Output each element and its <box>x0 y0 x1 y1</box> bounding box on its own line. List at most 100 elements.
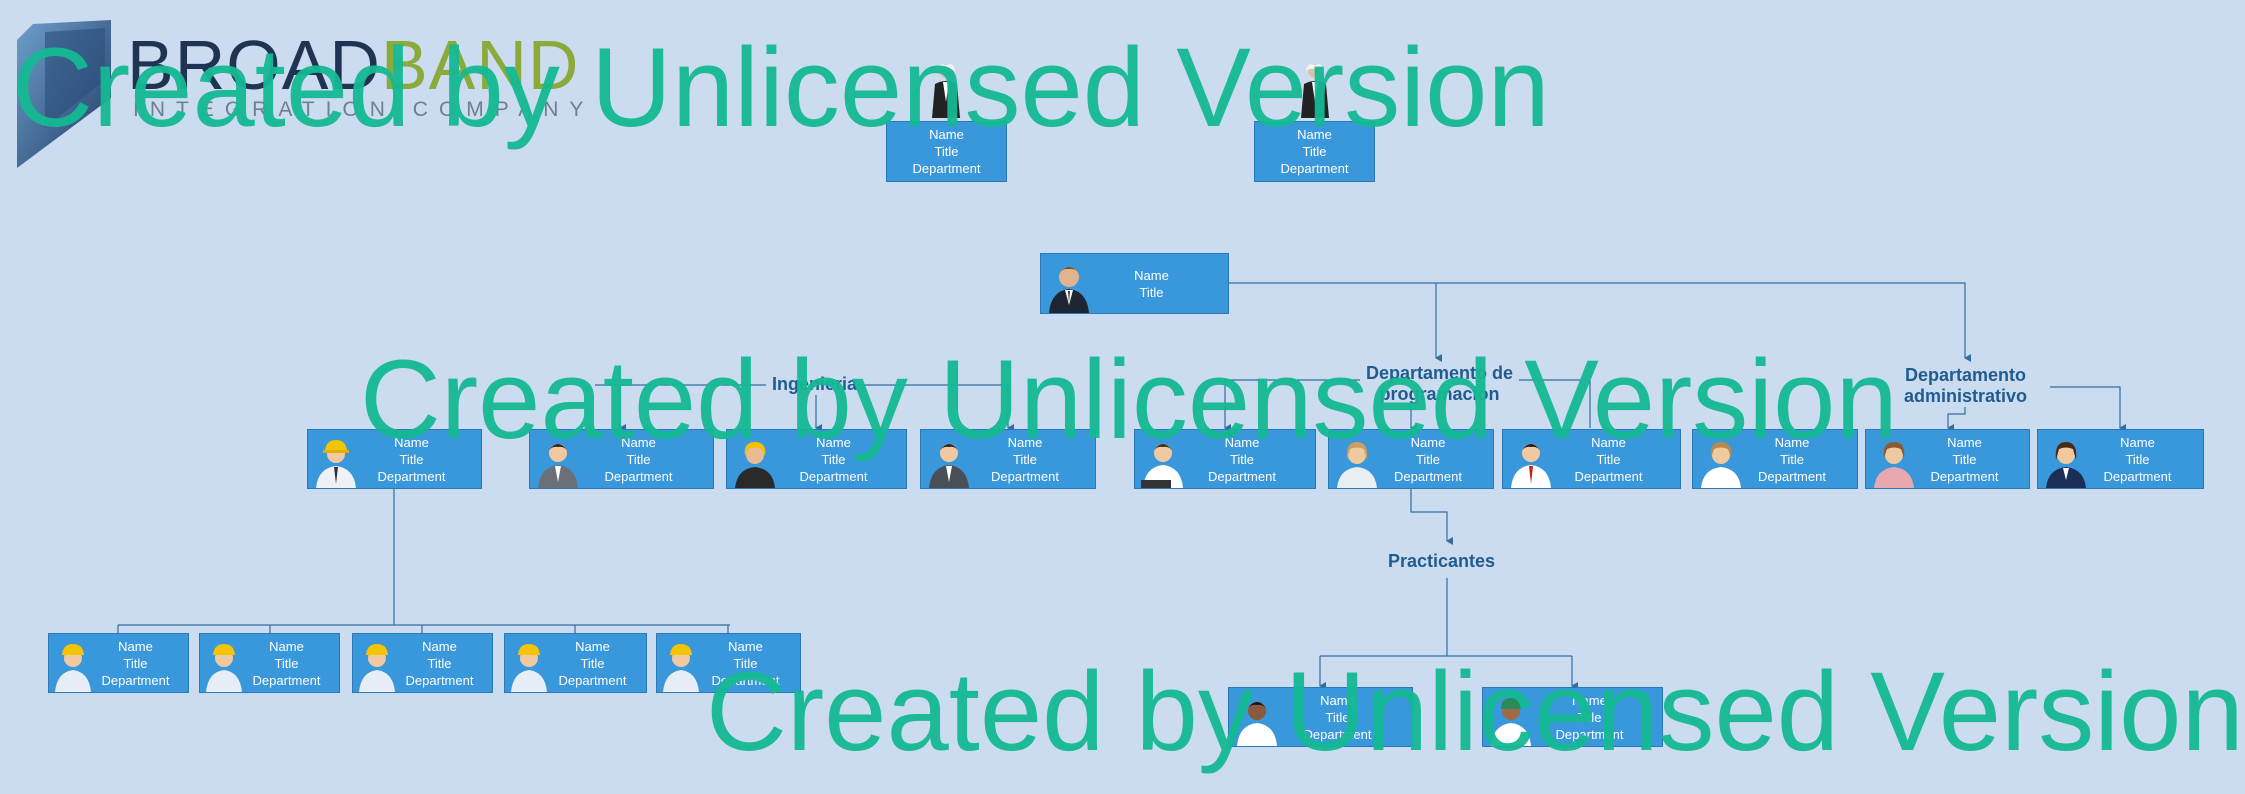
node-name: Name <box>1297 127 1332 142</box>
businessman-avatar-icon <box>1507 436 1555 488</box>
node-name: Name <box>1320 692 1355 708</box>
node-title: Title <box>1325 709 1350 725</box>
node-department: Department <box>252 672 321 688</box>
node-title: Title <box>1415 451 1441 467</box>
node-name: Name <box>269 638 304 654</box>
node-name: Name <box>422 638 457 654</box>
node-name: Name <box>1410 434 1446 450</box>
node-name: Name <box>1572 692 1607 708</box>
businesswoman-avatar-icon <box>731 436 779 488</box>
node-department: Department <box>799 468 868 484</box>
construction-worker-avatar-icon <box>357 640 405 692</box>
logo-tagline: INTEGRATION COMPANY <box>133 98 595 121</box>
node-name: Name <box>118 638 153 654</box>
node-name: Name <box>1007 434 1043 450</box>
node-title: Title <box>1779 451 1805 467</box>
node-name: Name <box>1224 434 1260 450</box>
node-title: Title <box>580 655 605 671</box>
businesswoman-avatar-icon <box>1333 436 1381 488</box>
node-name: Name <box>575 638 610 654</box>
logo-wordmark: BROADBAND <box>127 26 580 104</box>
node-department: Department <box>604 468 673 484</box>
node-title: Title <box>934 144 959 159</box>
node-department: Department <box>405 672 474 688</box>
node-name: Name <box>1774 434 1810 450</box>
node-department: Department <box>1574 468 1643 484</box>
node-title: Title <box>1229 451 1255 467</box>
node-department: Department <box>377 468 446 484</box>
businesswoman-avatar-icon <box>1697 436 1745 488</box>
group-label-ingenieria: Ingenieria <box>766 374 864 395</box>
person-figure-icon <box>1295 62 1335 118</box>
businessman-avatar-icon <box>925 436 973 488</box>
node-title: Title <box>1577 709 1602 725</box>
node-title: Title <box>1596 451 1621 467</box>
businessman-avatar-icon <box>1045 261 1093 313</box>
construction-worker-avatar-icon <box>509 640 557 692</box>
node-name: Name <box>621 434 656 450</box>
node-title: Title <box>1139 284 1164 300</box>
node-title: Title <box>2125 451 2150 467</box>
node-department: Department <box>558 672 627 688</box>
logo-mark-icon <box>17 20 111 168</box>
node-department: Department <box>912 161 981 176</box>
engineer-avatar-icon <box>312 436 360 488</box>
node-department: Department <box>1280 161 1349 176</box>
businesswoman-avatar-icon <box>2042 436 2090 488</box>
node-department: Department <box>2103 468 2172 484</box>
node-title: Title <box>1302 144 1327 159</box>
node-name: Name <box>394 434 429 450</box>
node-department: Department <box>1555 726 1624 742</box>
node-department: Department <box>1303 726 1372 742</box>
node-title: Title <box>274 655 299 671</box>
node-title: Title <box>821 451 846 467</box>
node-title: Title <box>399 451 424 467</box>
node-title: Title <box>1952 451 1977 467</box>
group-label-practicantes: Practicantes <box>1382 551 1502 572</box>
node-title: Title <box>427 655 452 671</box>
node-title: Title <box>733 655 758 671</box>
programmer-avatar-icon <box>1139 436 1187 488</box>
construction-worker-avatar-icon <box>661 640 709 692</box>
node-title: Title <box>626 451 651 467</box>
node-name: Name <box>929 127 964 142</box>
node-department: Department <box>991 468 1059 484</box>
node-department: Department <box>101 672 170 688</box>
node-name: Name <box>728 638 763 654</box>
intern-avatar-icon <box>1487 694 1535 746</box>
construction-worker-avatar-icon <box>204 640 252 692</box>
node-name: Name <box>1947 434 1982 450</box>
businessman-avatar-icon <box>534 436 582 488</box>
node-title: Title <box>123 655 148 671</box>
node-name: Name <box>816 434 851 450</box>
intern-avatar-icon <box>1233 694 1281 746</box>
node-department: Department <box>1208 468 1276 484</box>
businesswoman-avatar-icon <box>1870 436 1918 488</box>
node-name: Name <box>1591 434 1626 450</box>
node-department: Department <box>1930 468 1999 484</box>
